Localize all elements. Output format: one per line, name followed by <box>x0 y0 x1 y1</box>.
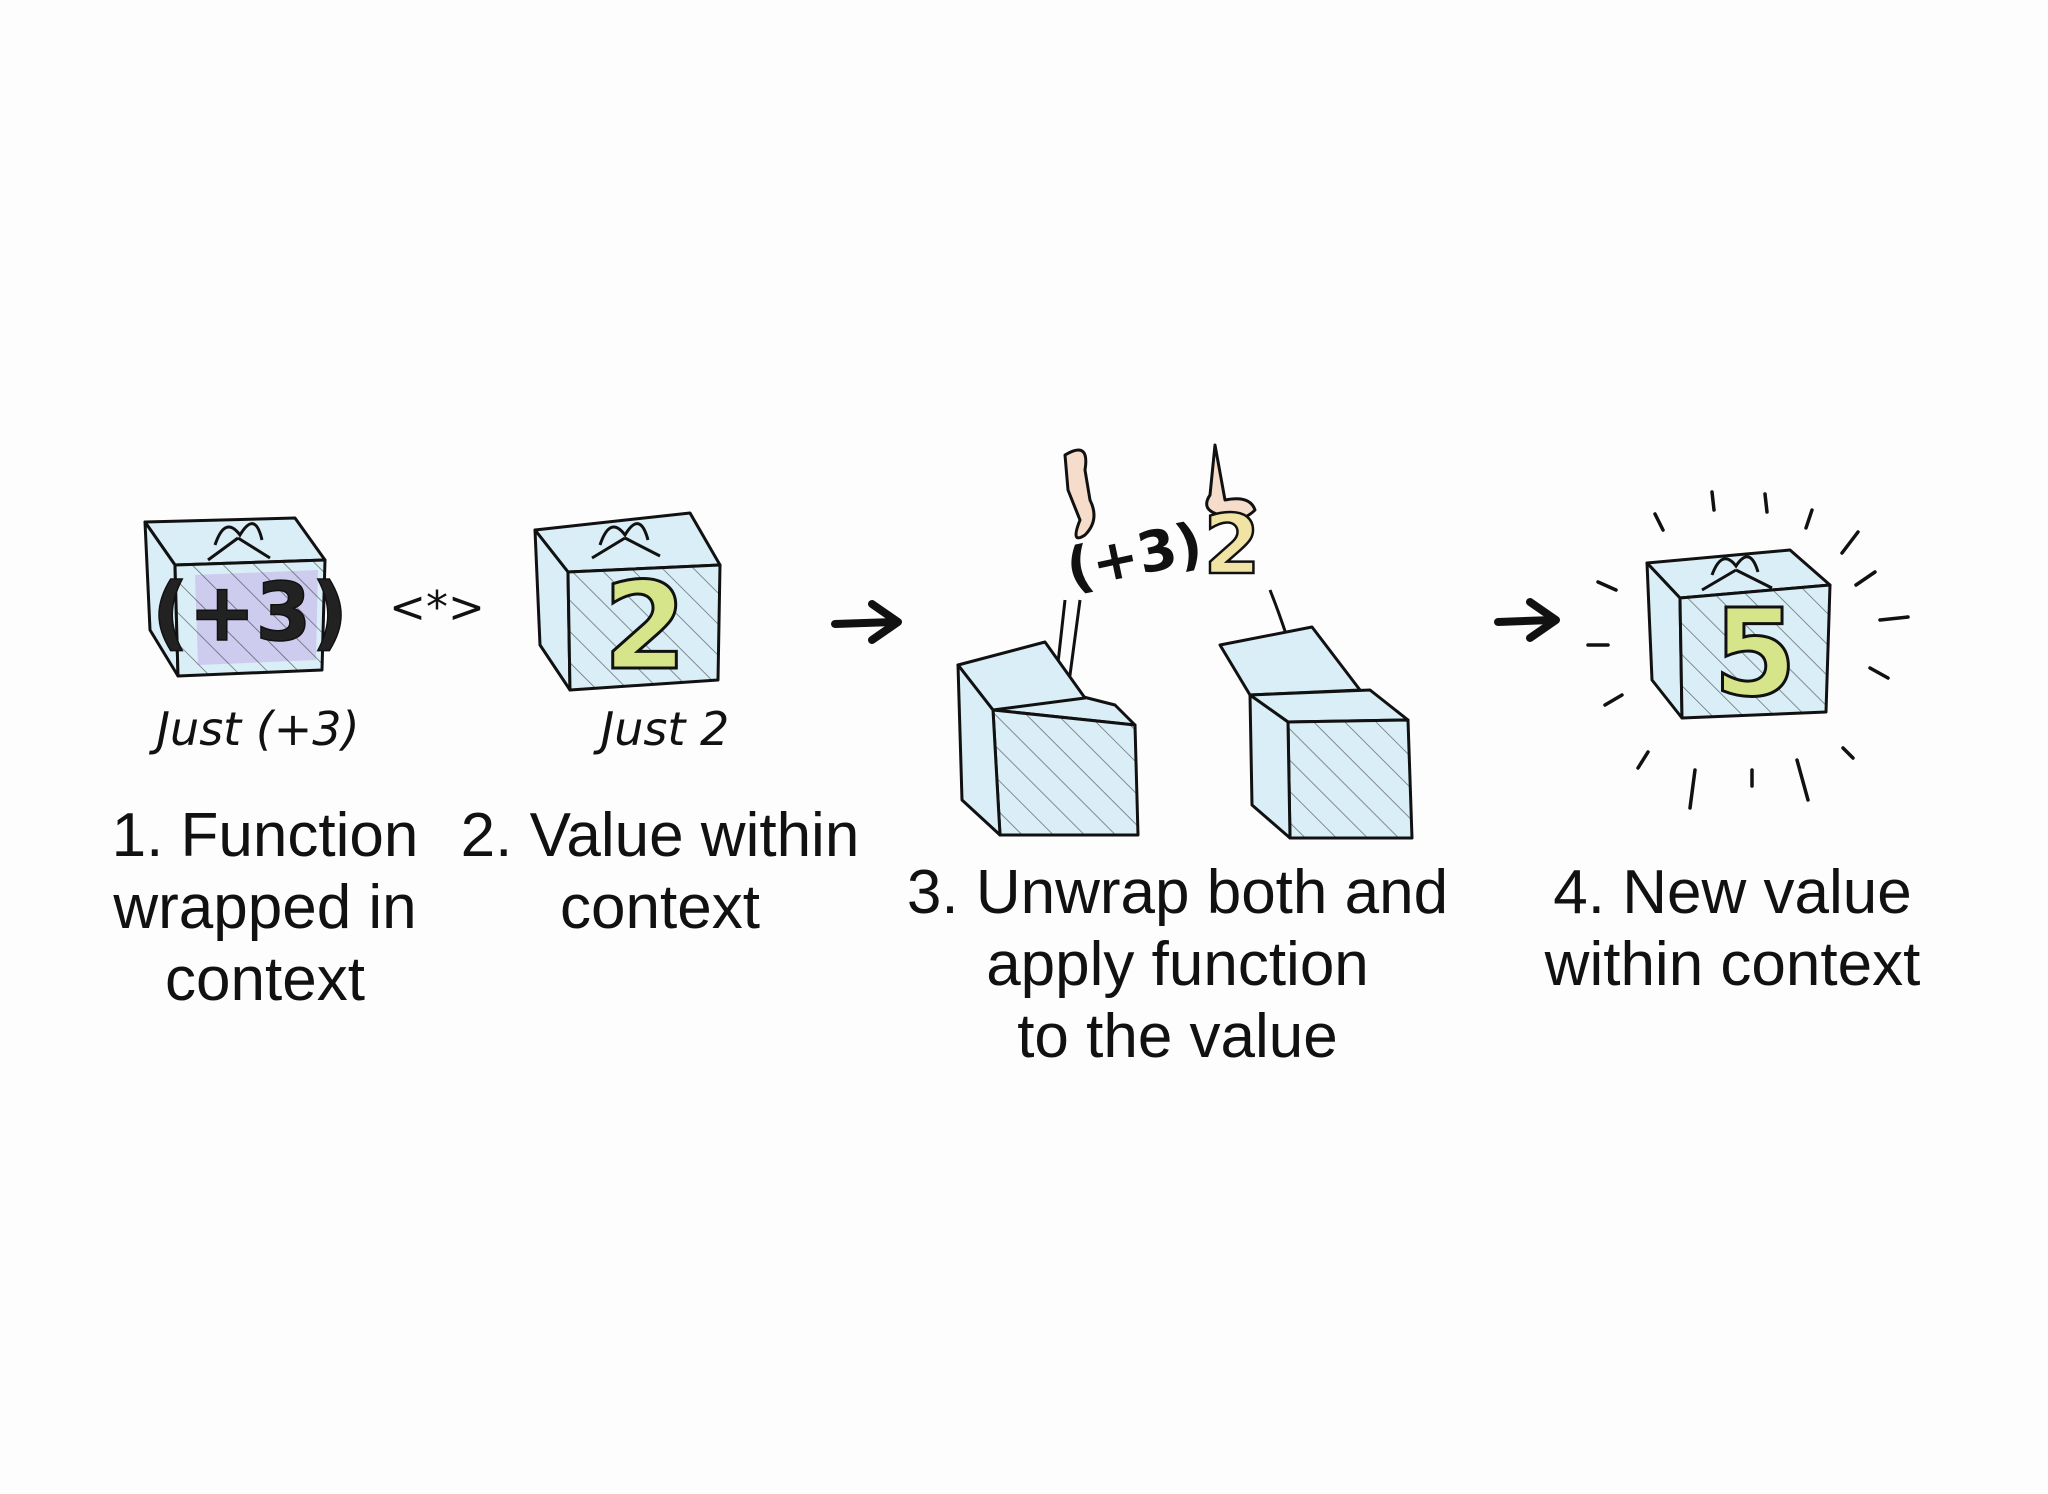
step-1-line-2: wrapped in <box>113 873 417 942</box>
value-box-text: 2 <box>603 558 687 697</box>
just-func-label: Just (+3) <box>148 702 359 756</box>
gift-box-func-icon: (+3) <box>143 516 349 678</box>
gift-box-result-icon: 5 <box>1645 548 1832 726</box>
step-2-line-2: context <box>560 873 760 942</box>
arrow-right-icon <box>1494 598 1560 642</box>
step-3-line-1: 3. Unwrap both and <box>906 858 1449 927</box>
value-extracted-text: 2 <box>1203 498 1260 593</box>
step-3-caption: 3. Unwrap both and apply function to the… <box>895 857 1460 1073</box>
step-1-caption: 1. Function wrapped in context <box>110 800 420 1016</box>
hand-icon <box>1063 448 1096 540</box>
open-box-icon <box>1218 625 1414 840</box>
step-2-caption: 2. Value within context <box>455 800 865 944</box>
step-4-caption: 4. New value within context <box>1525 857 1940 1001</box>
sparkle-icon <box>1586 490 1910 810</box>
step-2-line-1: 2. Value within <box>460 801 860 870</box>
func-box-text: (+3) <box>152 566 348 659</box>
hand-icon <box>1205 443 1257 521</box>
just-value-label: Just 2 <box>593 702 730 756</box>
open-box-icon <box>956 640 1140 837</box>
step-4-line-1: 4. New value <box>1553 858 1912 927</box>
step-3-line-2: apply function <box>986 930 1369 999</box>
result-box-text: 5 <box>1713 585 1797 724</box>
step-1-line-1: 1. Function <box>111 801 419 870</box>
step-4-line-2: within context <box>1544 930 1921 999</box>
arrow-right-icon <box>831 600 902 644</box>
step-3-line-3: to the value <box>1017 1002 1338 1071</box>
step-1-line-3: context <box>165 945 365 1014</box>
apply-operator: <*> <box>389 582 485 633</box>
gift-box-value-icon: 2 <box>533 511 722 699</box>
